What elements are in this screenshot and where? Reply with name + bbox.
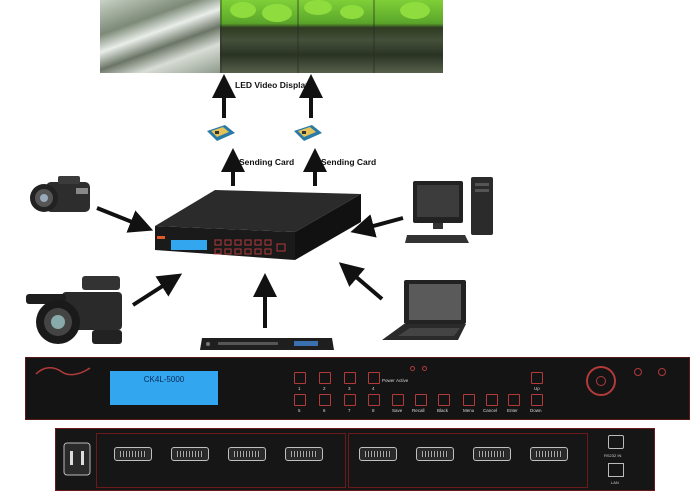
rear-panel: RS232 IN LAN <box>55 428 655 491</box>
video-processor-image <box>155 190 361 260</box>
menu-label: Menu <box>463 408 475 413</box>
power-led <box>410 366 415 371</box>
input-key-label: 1 <box>298 386 301 391</box>
input-key-2[interactable] <box>319 372 331 384</box>
brand-logo <box>35 367 91 376</box>
power-label: Power <box>382 378 395 383</box>
cancel-button[interactable] <box>486 394 498 406</box>
save-label: Save <box>392 408 403 413</box>
arrow-laptop-in <box>338 262 384 301</box>
display-label: LED Video Display <box>235 80 310 90</box>
camcorder-icon <box>30 176 90 212</box>
sending-card-icon <box>207 125 235 141</box>
indicator-led <box>634 368 642 376</box>
model-label: CK4L-5000 <box>143 375 185 384</box>
front-panel: CK4L-5000 1 2 3 4 5 6 7 8 Power Active S… <box>25 357 690 420</box>
dvi-port[interactable] <box>473 447 511 461</box>
recall-label: Recall <box>412 408 425 413</box>
cancel-label: Cancel <box>483 408 498 413</box>
input-key-7[interactable] <box>344 394 356 406</box>
recall-button[interactable] <box>415 394 427 406</box>
input-key-label: 8 <box>372 408 375 413</box>
menu-button[interactable] <box>463 394 475 406</box>
led-video-display-image <box>100 0 443 73</box>
arrow-desktop-in <box>350 214 404 238</box>
dvi-port[interactable] <box>285 447 323 461</box>
professional-camera-icon <box>26 276 122 344</box>
down-label: Down <box>530 408 542 413</box>
input-key-label: 7 <box>348 408 351 413</box>
black-button[interactable] <box>438 394 450 406</box>
arrow-camcorder-in <box>96 206 154 233</box>
dvi-port[interactable] <box>359 447 397 461</box>
input-key-label: 6 <box>323 408 326 413</box>
lan-label: LAN <box>611 480 619 485</box>
input-key-4[interactable] <box>368 372 380 384</box>
rs232-label: RS232 IN <box>604 453 622 458</box>
display-right-panel <box>220 0 443 73</box>
input-key-label: 4 <box>372 386 375 391</box>
enter-label: Enter <box>507 408 518 413</box>
rs232-port[interactable] <box>608 435 624 449</box>
display-left-panel <box>100 0 220 73</box>
dvi-port[interactable] <box>171 447 209 461</box>
enter-button[interactable] <box>508 394 520 406</box>
dvd-player-icon <box>200 338 334 350</box>
save-button[interactable] <box>392 394 404 406</box>
input-key-1[interactable] <box>294 372 306 384</box>
power-inlet-icon <box>63 442 91 476</box>
input-key-6[interactable] <box>319 394 331 406</box>
down-button[interactable] <box>531 394 543 406</box>
laptop-icon <box>382 280 466 340</box>
active-led <box>422 366 427 371</box>
input-key-5[interactable] <box>294 394 306 406</box>
up-label: Up <box>534 386 540 391</box>
lan-port[interactable] <box>608 463 624 477</box>
up-button[interactable] <box>531 372 543 384</box>
black-label: Black <box>437 408 449 413</box>
jog-knob[interactable] <box>586 366 616 396</box>
dvi-port[interactable] <box>416 447 454 461</box>
desktop-computer-icon <box>405 177 493 243</box>
output-group-left <box>96 433 346 488</box>
dvi-port[interactable] <box>228 447 266 461</box>
arrow-pro-camera-in <box>131 273 183 307</box>
dvi-port[interactable] <box>530 447 568 461</box>
input-key-label: 2 <box>323 386 326 391</box>
lcd-display: CK4L-5000 <box>110 371 218 405</box>
output-group-right <box>348 433 588 488</box>
input-key-label: 3 <box>348 386 351 391</box>
sending-card-icon <box>294 125 322 141</box>
indicator-led <box>658 368 666 376</box>
input-key-8[interactable] <box>368 394 380 406</box>
dvi-port[interactable] <box>114 447 152 461</box>
active-label: Active <box>396 378 409 383</box>
sending-card-label-1: Sending Card <box>239 157 295 167</box>
sending-card-label-2: Sending Card <box>321 157 377 167</box>
input-key-3[interactable] <box>344 372 356 384</box>
input-key-label: 5 <box>298 408 301 413</box>
